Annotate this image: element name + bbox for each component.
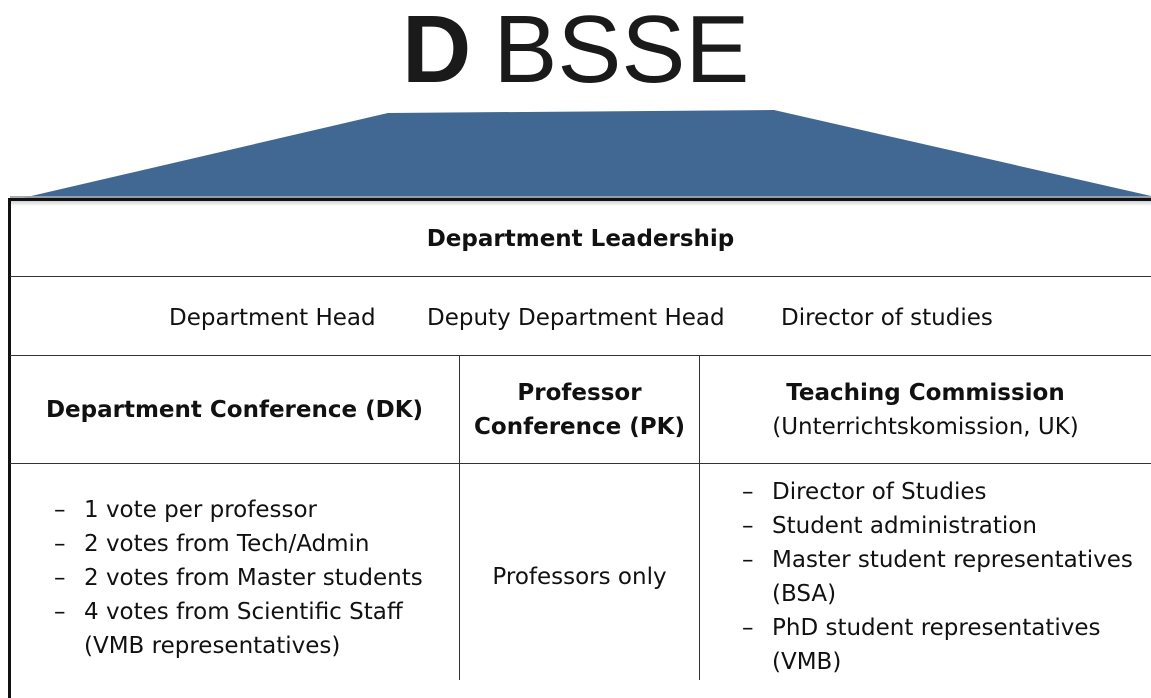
- list-item: 4 votes from Scientific Staff (VMB repre…: [54, 595, 449, 663]
- column-divider-2: [699, 355, 700, 680]
- pk-title-line2: Conference (PK): [474, 413, 685, 440]
- dk-vote-list: 1 vote per professor 2 votes from Tech/A…: [54, 493, 449, 663]
- roof-shape: [14, 110, 1151, 200]
- pk-title-line1: Professor: [517, 379, 642, 406]
- roof-polygon: [14, 110, 1151, 200]
- list-item: Director of Studies: [742, 475, 1147, 509]
- roof-shadow: [10, 196, 1151, 206]
- dk-header: Department Conference (DK): [10, 356, 459, 463]
- list-item: 2 votes from Master students: [54, 561, 449, 595]
- list-item: Master student representatives (BSA): [742, 543, 1147, 611]
- column-divider-1: [459, 355, 460, 680]
- uk-header: Teaching Commission (Unterrichtskomissio…: [700, 356, 1151, 463]
- logo-letter: D: [402, 0, 472, 103]
- pk-body: Professors only: [492, 564, 667, 590]
- dk-title: Department Conference (DK): [45, 396, 424, 423]
- organization-table-frame: [8, 198, 1151, 698]
- list-item: PhD student representatives (VMB): [742, 611, 1147, 679]
- logo-text: BSSE: [493, 0, 750, 103]
- role-director-of-studies: Director of studies: [781, 305, 993, 331]
- divider-roles: [10, 355, 1151, 356]
- role-department-head: Department Head: [169, 305, 376, 331]
- divider-leadership: [10, 276, 1151, 277]
- uk-title: Teaching Commission: [786, 379, 1065, 406]
- uk-member-list: Director of Studies Student administrati…: [742, 475, 1147, 679]
- list-item: 1 vote per professor: [54, 493, 449, 527]
- pk-header: Professor Conference (PK): [460, 356, 699, 463]
- divider-column-headers: [10, 463, 1151, 464]
- list-item: 2 votes from Tech/Admin: [54, 527, 449, 561]
- uk-subtitle: (Unterrichtskomission, UK): [772, 413, 1079, 440]
- department-leadership-title: Department Leadership: [426, 226, 735, 252]
- list-item: Student administration: [742, 509, 1147, 543]
- role-deputy-department-head: Deputy Department Head: [427, 305, 725, 331]
